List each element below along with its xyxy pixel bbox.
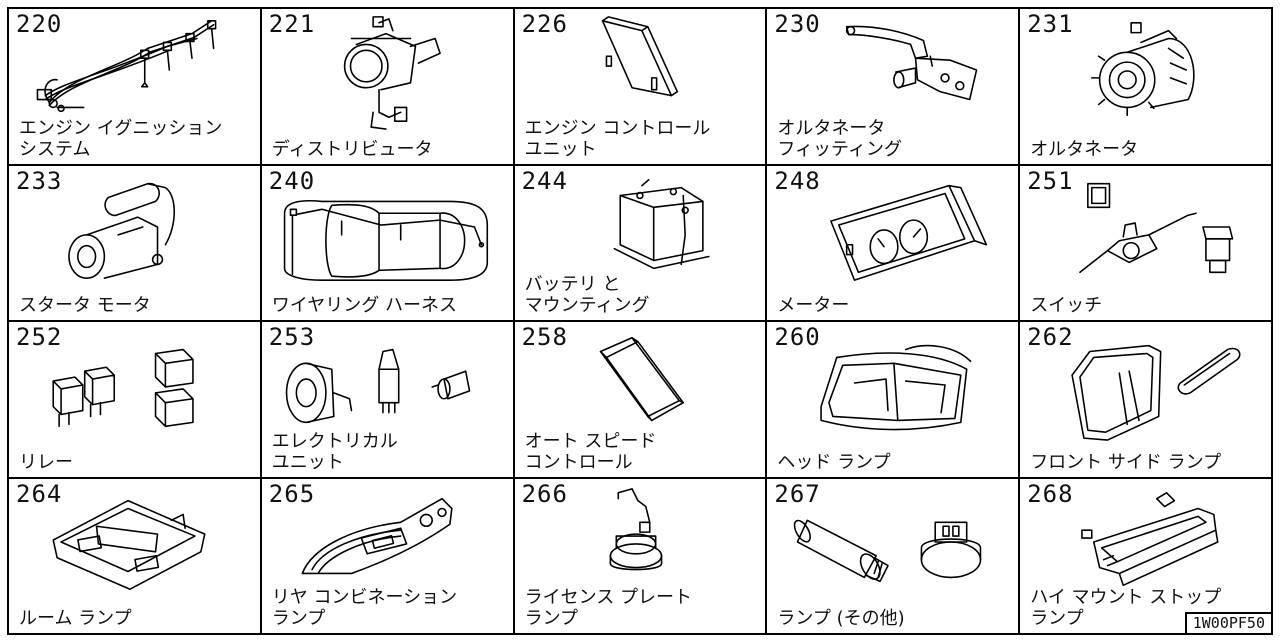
parts-catalog-grid: 220 エンジン イグニッションシステム 221 (7, 7, 1273, 635)
category-label: オート スピードコントロール (524, 430, 657, 473)
category-label: エンジン コントロールユニット (524, 117, 711, 160)
category-cell-231[interactable]: 231 オルタネータ (1020, 9, 1273, 166)
category-number: 248 (774, 166, 821, 195)
category-number: 268 (1027, 479, 1074, 508)
category-cell-240[interactable]: 240 ワイヤリング ハーネス (261, 165, 515, 322)
category-number: 262 (1027, 323, 1074, 351)
category-number: 253 (268, 323, 316, 351)
category-label: スイッチ (1030, 295, 1103, 316)
category-number: 233 (16, 166, 63, 195)
category-number: 221 (268, 10, 316, 38)
category-cell-221[interactable]: 221 ディストリビュータ (261, 9, 515, 166)
category-cell-266[interactable]: 266 ライセンス プレートランプ (514, 478, 768, 635)
category-number: 252 (16, 323, 63, 351)
category-number: 258 (521, 323, 568, 351)
category-label: リレー (19, 451, 73, 473)
category-number: 244 (521, 166, 568, 195)
category-cell-258[interactable]: 258 オート スピードコントロール (514, 322, 768, 479)
category-number: 265 (268, 479, 316, 508)
category-number: 267 (774, 479, 821, 508)
category-label: エンジン イグニッションシステム (19, 117, 223, 160)
category-cell-226[interactable]: 226 エンジン コントロールユニット (514, 9, 768, 166)
category-cell-252[interactable]: 252 リレー (9, 322, 262, 479)
category-label: エレクトリカルユニット (271, 430, 398, 473)
category-cell-264[interactable]: 264 ルーム ランプ (9, 478, 262, 635)
category-cell-267[interactable]: 267 ランプ (その他) (767, 478, 1021, 635)
category-cell-260[interactable]: 260 ヘッド ランプ (767, 322, 1021, 479)
category-label: ディストリビュータ (271, 138, 433, 160)
diagram-code: 1W00PF50 (1184, 612, 1273, 635)
category-number: 226 (521, 10, 568, 38)
category-label: オルタネータフィッティング (777, 117, 902, 160)
category-number: 264 (16, 479, 63, 508)
category-number: 230 (774, 10, 821, 38)
category-cell-220[interactable]: 220 エンジン イグニッションシステム (9, 9, 262, 166)
category-number: 220 (16, 10, 63, 38)
category-cell-265[interactable]: 265 リヤ コンビネーションランプ (261, 478, 515, 635)
category-number: 231 (1027, 10, 1074, 38)
category-cell-251[interactable]: 251 スイッチ (1020, 165, 1273, 322)
category-number: 266 (521, 479, 568, 508)
category-number: 260 (774, 323, 821, 351)
category-cell-244[interactable]: 244 バッテリ とマウンティング (514, 165, 768, 322)
category-cell-253[interactable]: 253 エレクトリカルユニット (261, 322, 515, 479)
category-cell-230[interactable]: 230 オルタネータフィッティング (767, 9, 1021, 166)
category-label: ハイ マウント ストップランプ (1030, 587, 1222, 629)
category-label: ヘッド ランプ (777, 451, 891, 473)
category-cell-262[interactable]: 262 フロント サイド ランプ (1020, 322, 1273, 479)
category-label: リヤ コンビネーションランプ (271, 587, 458, 629)
category-label: バッテリ とマウンティング (524, 274, 650, 316)
category-number: 251 (1027, 166, 1074, 195)
category-label: メーター (777, 295, 850, 316)
category-cell-268[interactable]: 268 ハイ マウント ストップランプ (1020, 478, 1273, 635)
category-label: スタータ モータ (19, 295, 151, 316)
category-label: ライセンス プレートランプ (524, 587, 692, 629)
category-label: オルタネータ (1030, 138, 1139, 160)
category-label: ルーム ランプ (19, 608, 132, 629)
category-label: ワイヤリング ハーネス (271, 295, 457, 316)
category-number: 240 (268, 166, 316, 195)
category-label: ランプ (その他) (777, 608, 905, 629)
category-cell-233[interactable]: 233 スタータ モータ (9, 165, 262, 322)
category-label: フロント サイド ランプ (1030, 451, 1222, 473)
category-cell-248[interactable]: 248 メーター (767, 165, 1021, 322)
